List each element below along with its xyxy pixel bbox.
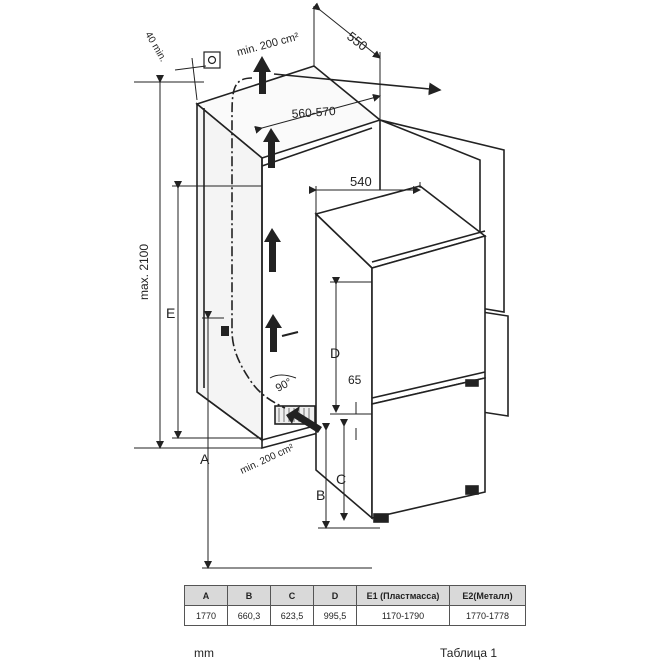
unit-label: mm	[194, 646, 214, 660]
table-cell: 1170-1790	[356, 605, 450, 626]
cabinet	[195, 65, 509, 450]
refrigerator	[274, 185, 487, 523]
table-cell: 1770	[184, 605, 228, 626]
label-min-200-top: min. 200 cm²	[236, 31, 301, 59]
label-B: B	[316, 487, 325, 503]
lower-door	[371, 376, 486, 520]
table-header: E1 (Пластмасса)	[356, 585, 450, 606]
installation-diagram: 550 40 min. min. 200 cm² 560-570 540 max…	[134, 2, 509, 569]
table-row: 1770 660,3 623,5 995,5 1170-1790 1770-17…	[184, 605, 526, 626]
label-560-570: 560-570	[291, 104, 336, 121]
power-socket-icon	[203, 51, 221, 69]
table-caption: Таблица 1	[440, 646, 498, 660]
label-A: A	[200, 451, 210, 467]
label-540: 540	[350, 174, 372, 189]
label-E: E	[166, 305, 175, 321]
table-header: E2(Металл)	[449, 585, 526, 606]
label-65: 65	[348, 373, 362, 387]
table-cell: 1770-1778	[449, 605, 526, 626]
plug-icon	[221, 326, 229, 336]
label-40-min: 40 min.	[142, 30, 168, 64]
label-D: D	[330, 345, 340, 361]
table-header: D	[313, 585, 357, 606]
table-header: B	[227, 585, 271, 606]
table-cell: 660,3	[227, 605, 271, 626]
airflow-arrows	[253, 56, 322, 433]
label-max-2100: max. 2100	[137, 244, 151, 300]
table-cell: 623,5	[270, 605, 314, 626]
label-C: C	[336, 471, 346, 487]
dimensions-table: A B C D E1 (Пластмасса) E2(Металл) 1770 …	[184, 585, 526, 626]
table-header: C	[270, 585, 314, 606]
label-90-degrees: 90°	[274, 376, 294, 394]
table-header: A	[184, 585, 228, 606]
table-cell: 995,5	[313, 605, 357, 626]
table-header-row: A B C D E1 (Пластмасса) E2(Металл)	[184, 585, 526, 606]
power-cable	[231, 77, 286, 409]
